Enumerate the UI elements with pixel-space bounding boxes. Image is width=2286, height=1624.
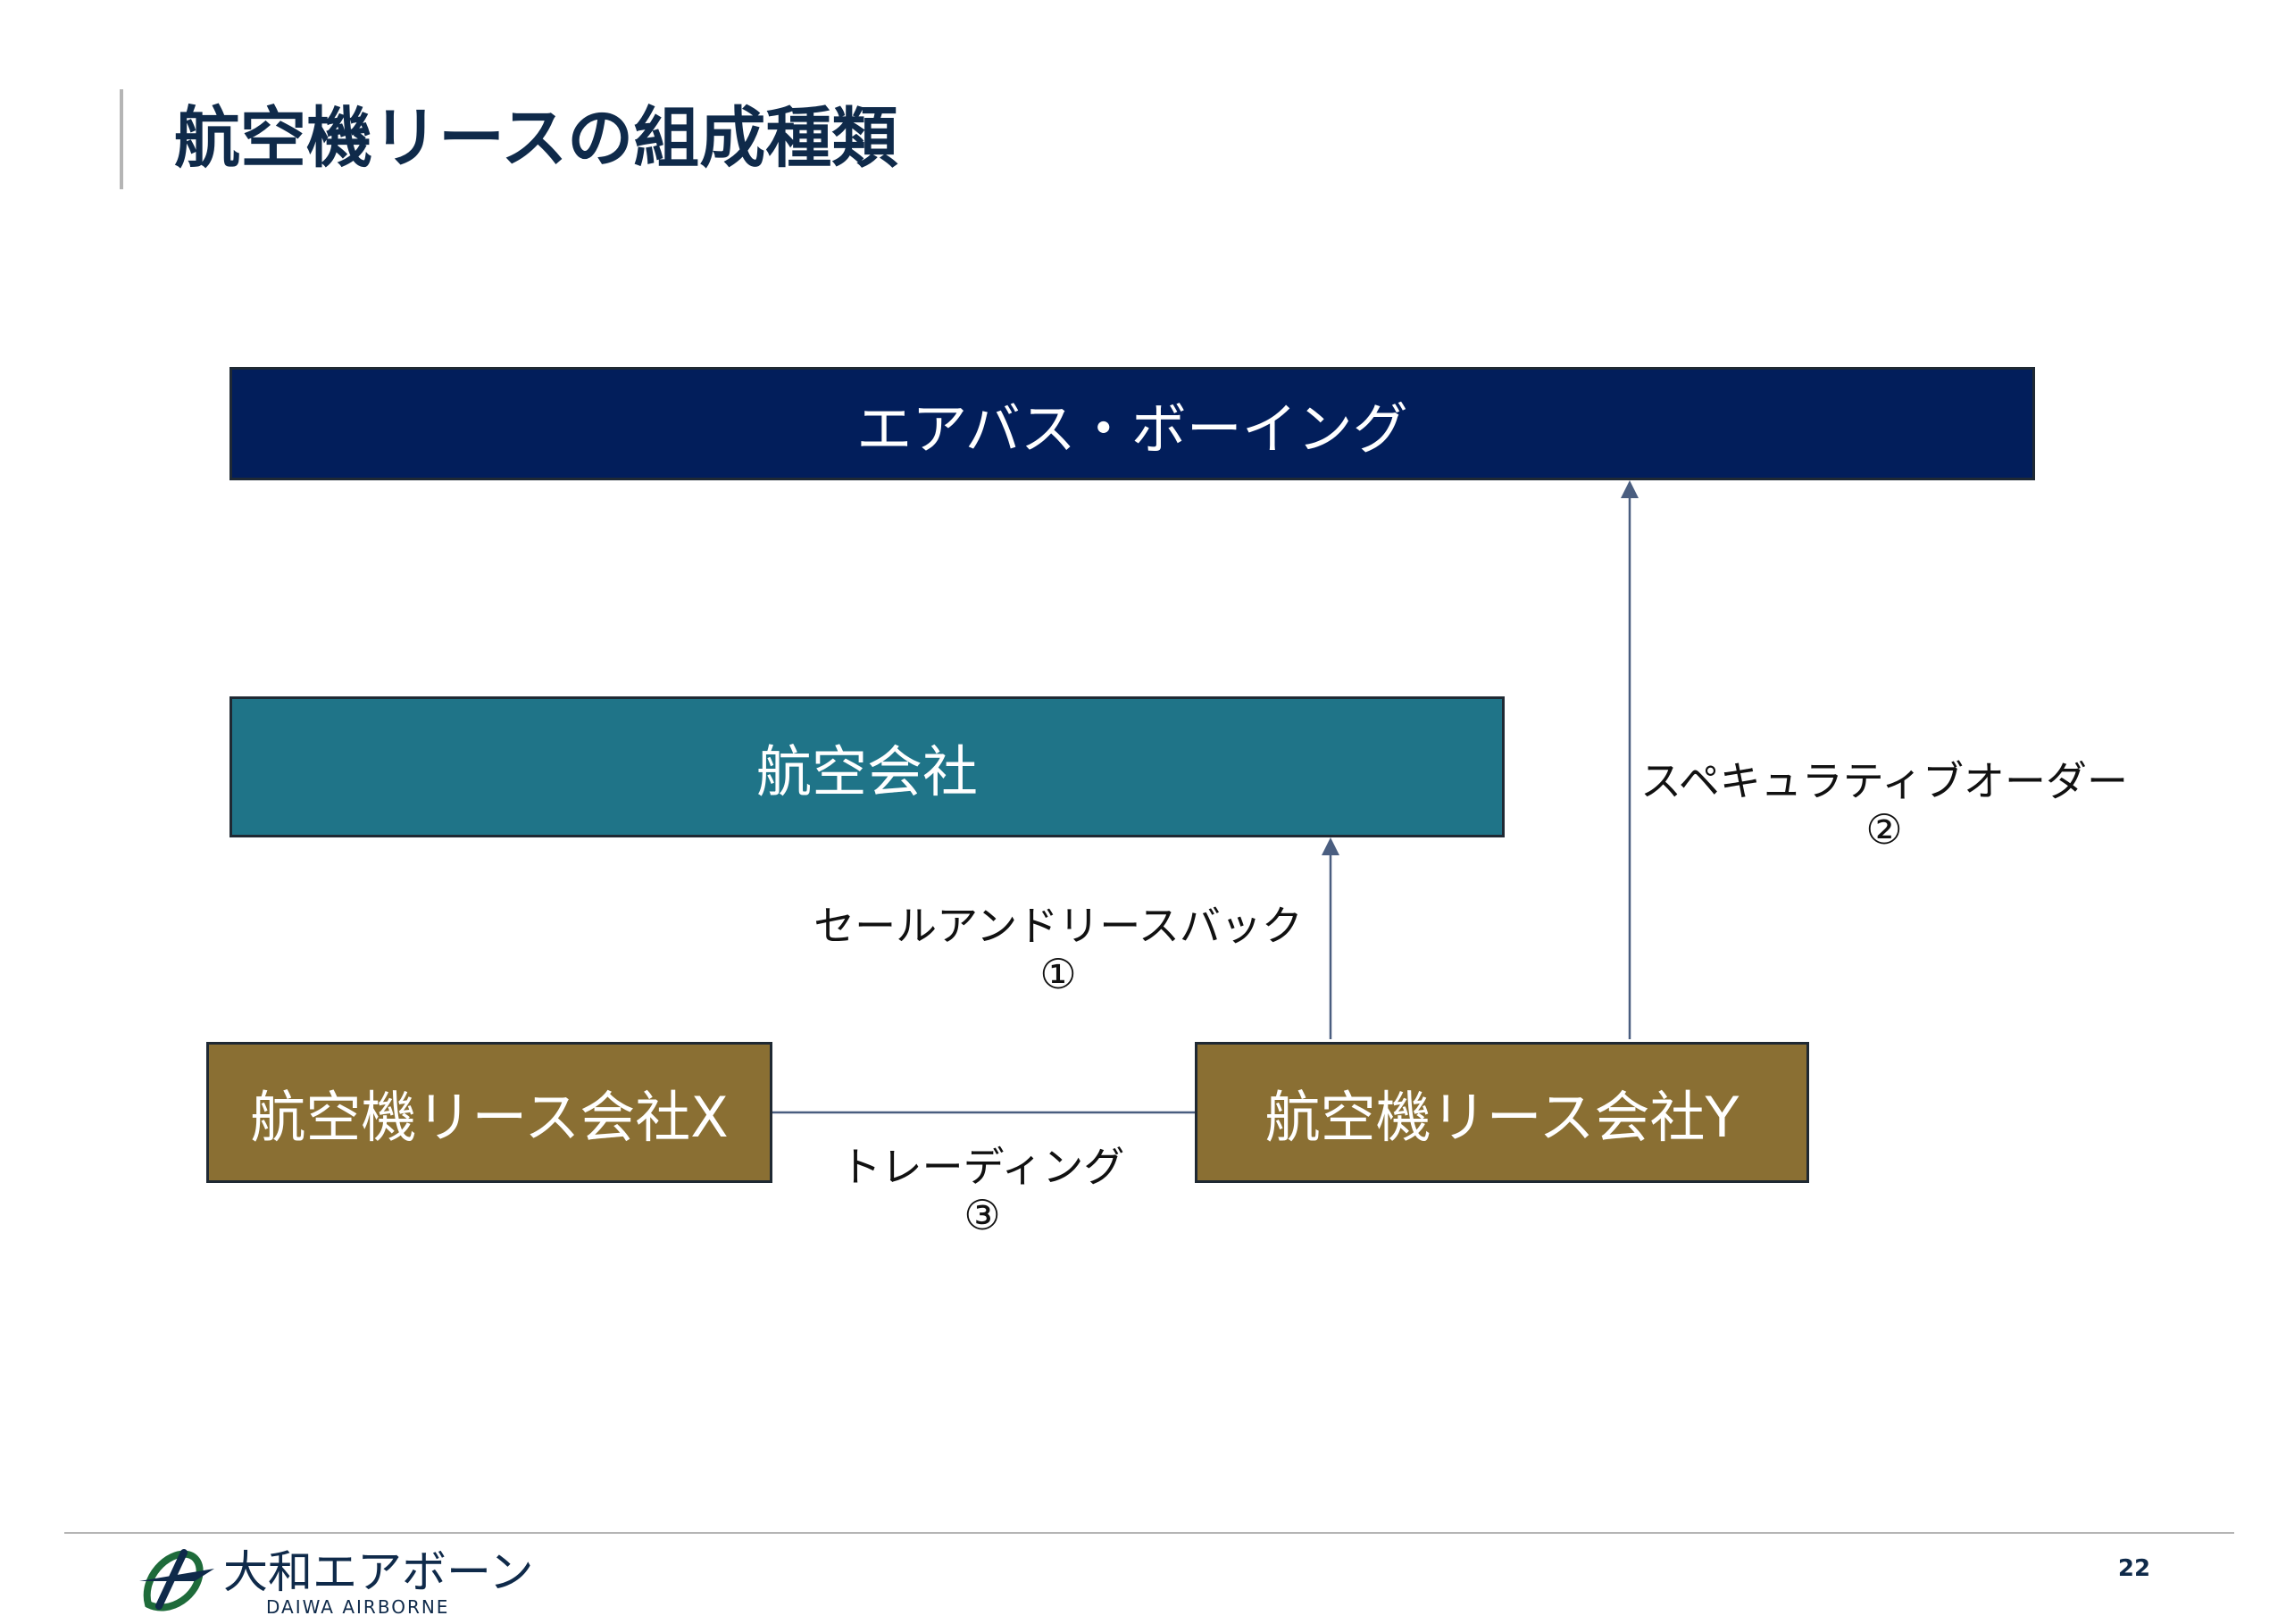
label-trading: トレーディング ③ (804, 1143, 1161, 1239)
arrowhead-sale-leaseback (1322, 837, 1339, 855)
footer-divider (64, 1532, 2234, 1534)
page-number: 22 (2117, 1555, 2151, 1582)
box-airbus-boeing: エアバス・ボーイング (229, 367, 2035, 480)
label-trading-number: ③ (964, 1191, 1001, 1239)
box-airline: 航空会社 (229, 696, 1505, 837)
logo-name-jp: 大和エアボーン (223, 1546, 534, 1598)
logo-name-en: DAIWA AIRBORNE (266, 1596, 450, 1618)
box-lessor-y: 航空機リース会社Y (1195, 1042, 1809, 1183)
label-speculative-order-text: スペキュラティブオーダー (1639, 757, 2129, 805)
label-sale-leaseback: セールアンドリースバック ① (804, 902, 1313, 998)
label-sale-leaseback-number: ① (1039, 950, 1077, 998)
arrowhead-speculative-order (1621, 480, 1639, 498)
logo-mark-icon (139, 1549, 214, 1612)
label-speculative-order-number: ② (1865, 805, 1903, 854)
title-accent-bar (120, 89, 123, 189)
label-trading-text: トレーディング (839, 1143, 1125, 1191)
label-speculative-order: スペキュラティブオーダー ② (1634, 757, 2134, 854)
company-logo: 大和エアボーン DAIWA AIRBORNE (132, 1542, 534, 1619)
label-sale-leaseback-text: セールアンドリースバック (813, 902, 1303, 950)
page-title: 航空機リースの組成種類 (174, 100, 898, 177)
box-lessor-x: 航空機リース会社X (206, 1042, 772, 1183)
